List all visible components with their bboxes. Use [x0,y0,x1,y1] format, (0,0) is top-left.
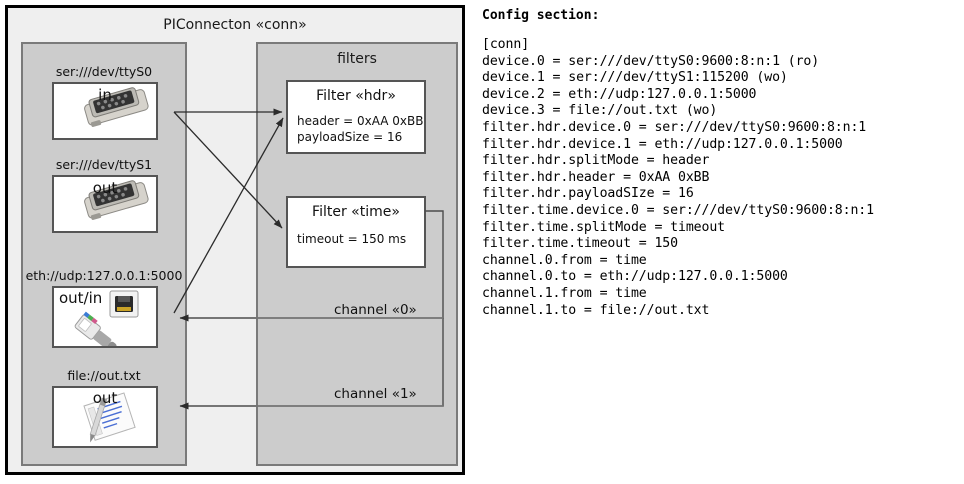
ethernet-jack-icon [74,290,139,346]
text-file-icon [83,392,136,443]
filter-box-hdr[interactable]: Filter «hdr» header = 0xAA 0xBB payloadS… [286,80,426,154]
device-box-file[interactable]: out [52,386,158,448]
filter-prop-payloadsize: payloadSize = 16 [297,130,403,144]
filter-title-time: Filter «time» [312,204,400,220]
serial-port-icon [84,87,149,127]
device-box-eth[interactable]: out/in [52,286,158,348]
serial-port-icon [84,180,149,220]
filter-box-time[interactable]: Filter «time» timeout = 150 ms [286,196,426,268]
filter-prop-header: header = 0xAA 0xBB [297,114,424,128]
channel-label-0: channel «0» [334,302,417,318]
filter-title-hdr: Filter «hdr» [316,88,396,104]
device-box-ttys0[interactable]: in [52,82,158,140]
device-label-file: file://out.txt [67,368,141,383]
channel-label-1: channel «1» [334,386,417,402]
device-label-eth: eth://udp:127.0.0.1:5000 [25,268,183,283]
config-section: Config section: [conn] device.0 = ser://… [482,8,960,319]
config-text: [conn] device.0 = ser:///dev/ttyS0:9600:… [482,37,874,318]
diagram-panel: PIConnecton «conn» ser:///dev/ttyS0 in [5,5,465,475]
device-io-ttys0: in [98,86,112,104]
devices-group: ser:///dev/ttyS0 in [21,42,187,466]
device-label-ttys1: ser:///dev/ttyS1 [55,157,153,172]
device-io-eth: out/in [59,289,103,307]
filters-group: filters Filter «hdr» header = 0xAA 0xBB … [256,42,458,466]
device-io-file: out [92,389,118,407]
device-io-ttys1: out [92,179,118,197]
device-box-ttys1[interactable]: out [52,175,158,233]
config-heading: Config section: [482,8,600,23]
device-label-ttys0: ser:///dev/ttyS0 [55,64,153,79]
diagram-title: PIConnecton «conn» [163,17,307,33]
filter-prop-timeout: timeout = 150 ms [297,232,407,246]
filters-group-title: filters [337,51,377,67]
